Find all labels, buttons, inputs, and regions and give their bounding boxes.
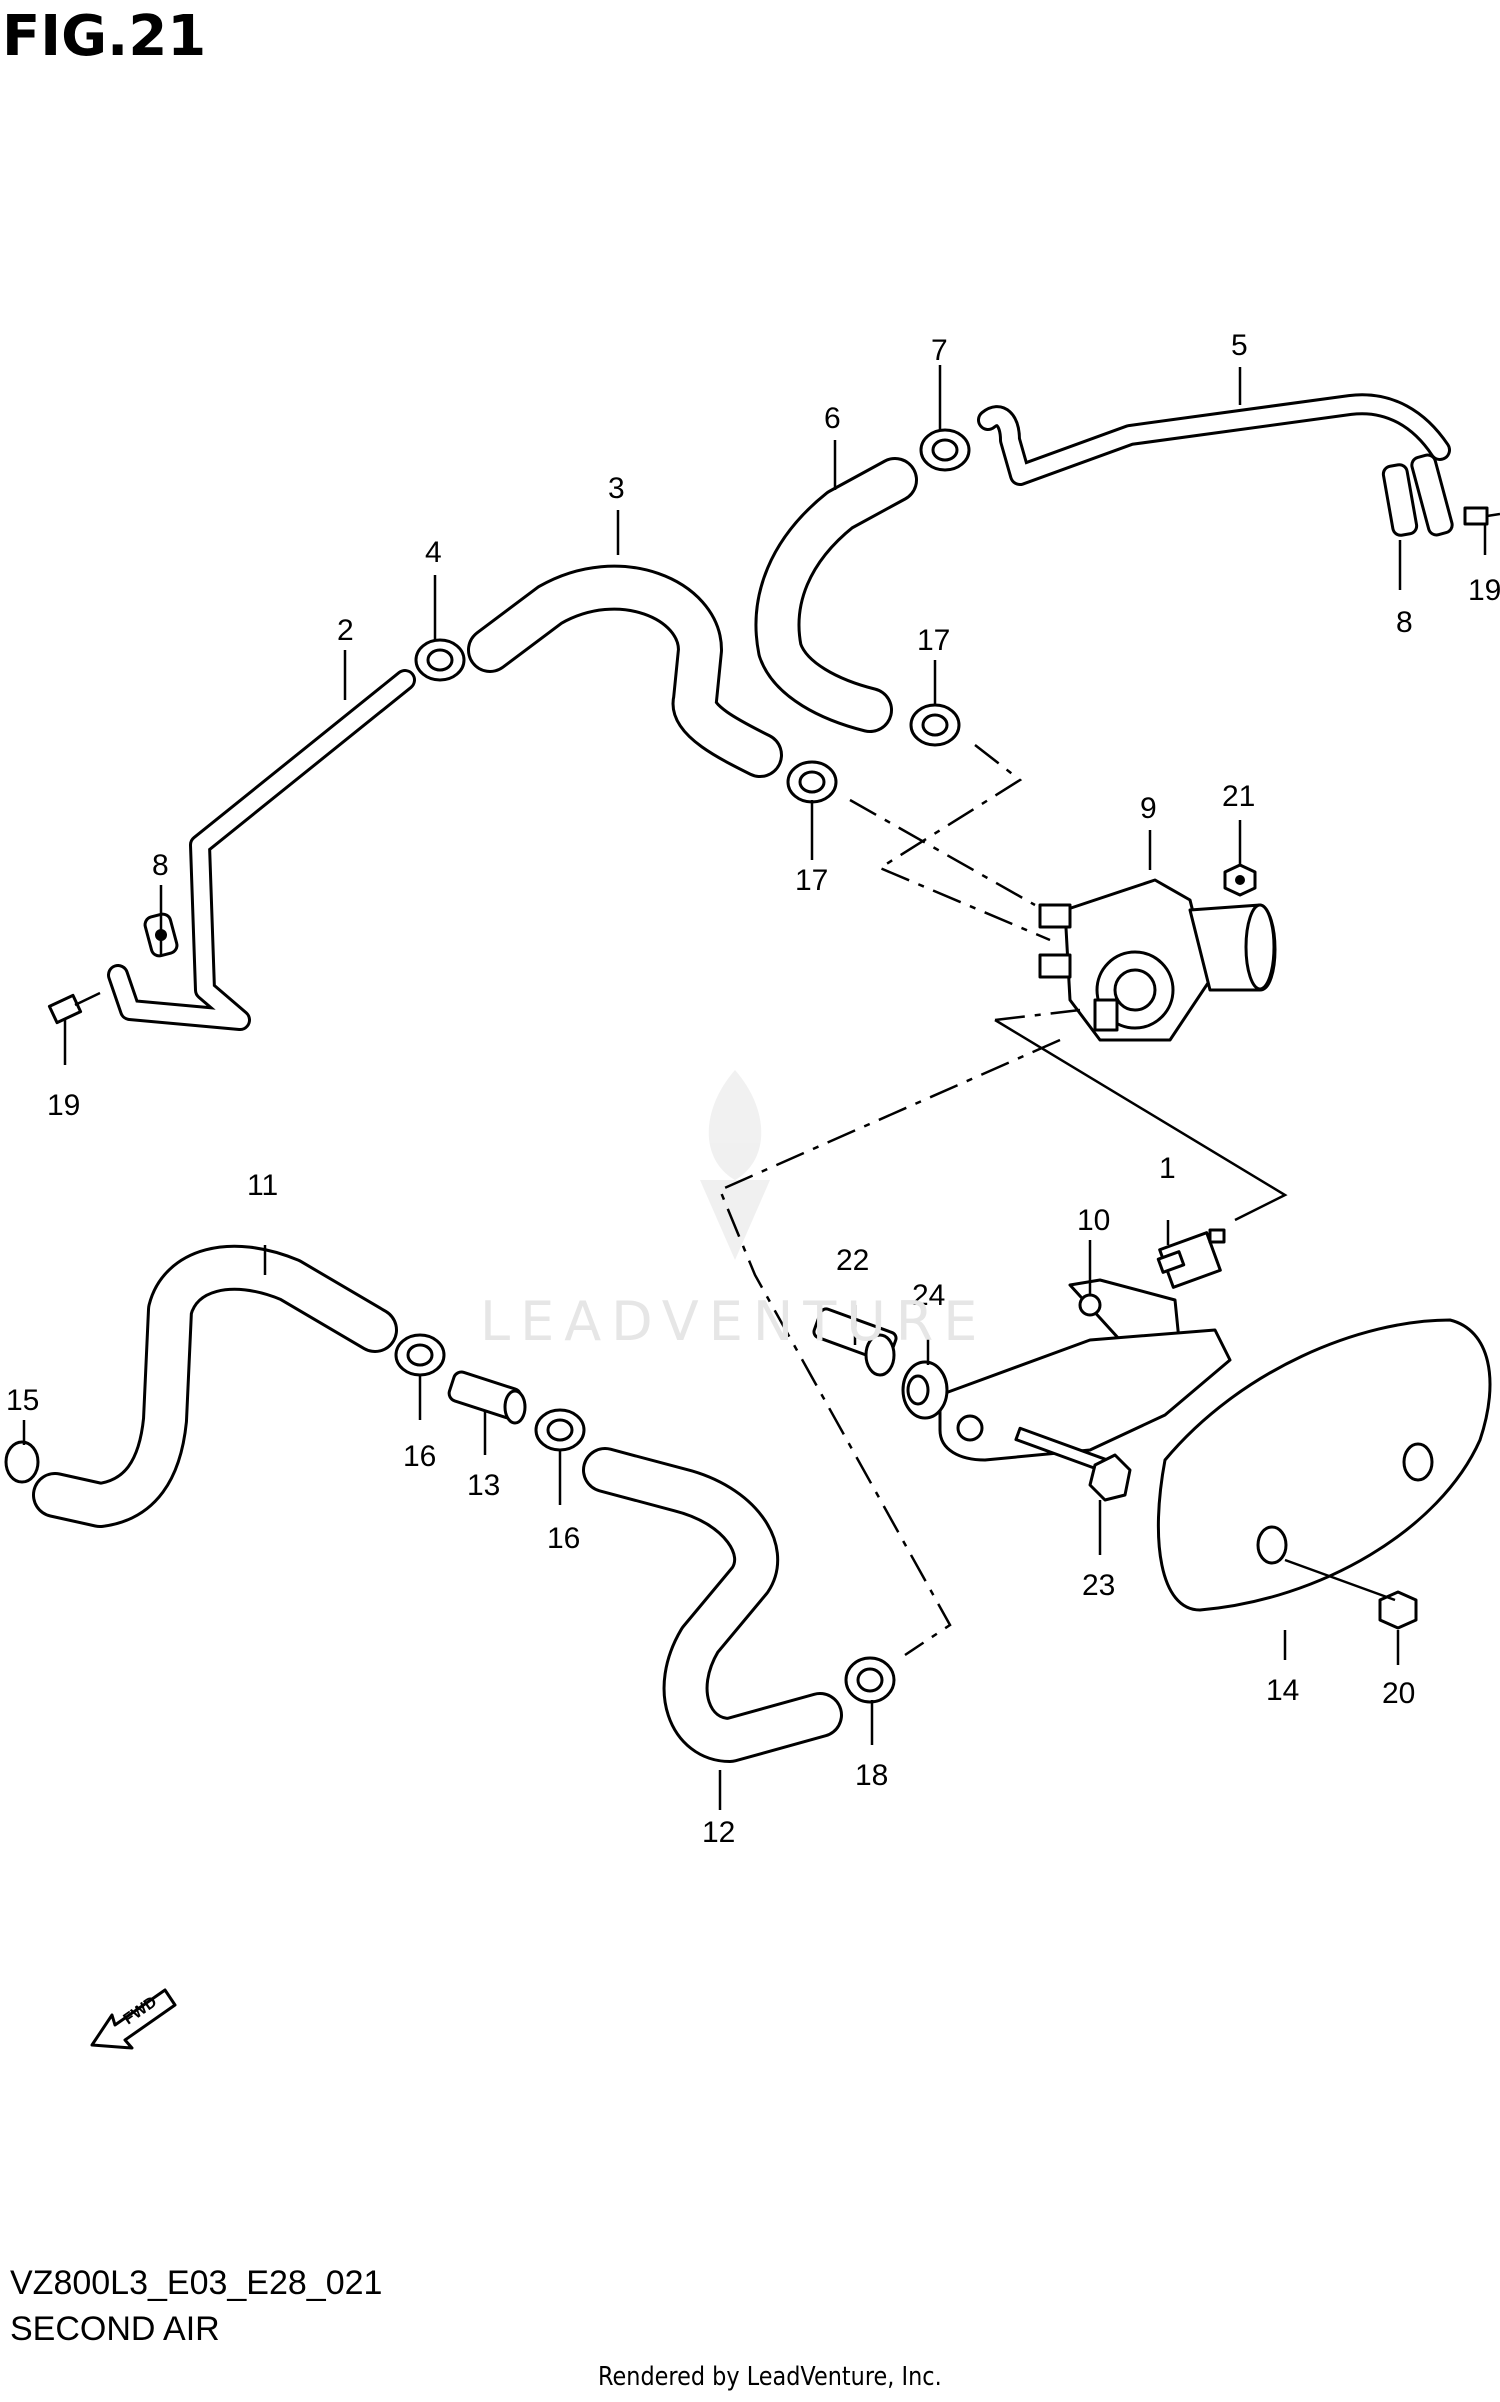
bolt-19-left[interactable] — [47, 991, 101, 1025]
clamp-16-left[interactable] — [394, 1333, 446, 1377]
callout-16-left: 16 — [403, 1440, 436, 1473]
callout-21: 21 — [1222, 780, 1255, 813]
callout-6: 6 — [824, 402, 841, 435]
clamp-18[interactable] — [844, 1656, 896, 1704]
callout-1: 1 — [1159, 1152, 1176, 1185]
pipe-2[interactable] — [107, 669, 416, 1031]
mounting-plate[interactable] — [938, 1328, 1232, 1462]
clamp-17-upper[interactable] — [909, 703, 961, 747]
callout-labels: 1 2 3 4 5 6 7 8 8 9 10 11 12 13 14 15 16… — [6, 329, 1500, 1849]
callout-18: 18 — [855, 1759, 888, 1792]
bolt-23[interactable] — [1014, 1426, 1132, 1502]
callout-13: 13 — [467, 1469, 500, 1502]
callout-23: 23 — [1082, 1569, 1115, 1602]
model-code: VZ800L3_E03_E28_021 — [10, 2264, 383, 2302]
watermark-logo — [700, 1070, 770, 1260]
assembly-line — [994, 1008, 1081, 1022]
callout-19-left: 19 — [47, 1089, 80, 1122]
callout-5: 5 — [1231, 329, 1248, 362]
nut-21[interactable] — [1223, 863, 1257, 897]
callout-10: 10 — [1077, 1204, 1110, 1237]
clamp-7[interactable] — [919, 428, 971, 472]
clamp-4[interactable] — [414, 638, 466, 682]
watermark-text: LEADVENTURE — [480, 1290, 988, 1353]
callout-2: 2 — [337, 614, 354, 647]
callout-9: 9 — [1140, 792, 1157, 825]
fwd-arrow: FWD — [90, 1988, 177, 2050]
callout-17-upper: 17 — [917, 624, 950, 657]
pipe-5[interactable] — [977, 393, 1451, 486]
hose-6[interactable] — [754, 457, 918, 733]
callout-12: 12 — [702, 1816, 735, 1849]
callout-17-lower: 17 — [795, 864, 828, 897]
callout-14: 14 — [1266, 1674, 1299, 1707]
bracket-8-right[interactable] — [1381, 453, 1454, 537]
air-cleaner-case-14[interactable] — [1156, 1318, 1492, 1612]
clamp-17-lower[interactable] — [786, 760, 838, 804]
bolt-19-right[interactable] — [1463, 506, 1500, 526]
clamp-16-right[interactable] — [534, 1408, 586, 1452]
assembly-line — [994, 1018, 1288, 1222]
assembly-line — [877, 744, 1051, 942]
rendered-by: Rendered by LeadVenture, Inc. — [598, 2362, 942, 2392]
pair-valve-9[interactable] — [1038, 878, 1277, 1042]
assembly-line — [849, 798, 1036, 907]
reed-valve-1[interactable] — [1156, 1228, 1226, 1289]
callout-8-right: 8 — [1396, 606, 1413, 639]
clip-15[interactable] — [4, 1440, 40, 1484]
cushion-24[interactable] — [901, 1360, 949, 1420]
callout-22: 22 — [836, 1244, 869, 1277]
callout-11: 11 — [247, 1169, 278, 1202]
assembly-line — [718, 1038, 1061, 1657]
joint-13[interactable] — [447, 1370, 527, 1425]
nut-20[interactable] — [1378, 1590, 1418, 1630]
section-name: SECOND AIR — [10, 2310, 220, 2348]
figure-title: FIG.21 — [2, 4, 207, 69]
callout-8-left: 8 — [152, 849, 169, 882]
hose-12[interactable] — [582, 1447, 843, 1763]
callout-4: 4 — [425, 536, 442, 569]
callout-24: 24 — [912, 1279, 945, 1312]
callout-16-right: 16 — [547, 1522, 580, 1555]
callout-15: 15 — [6, 1384, 39, 1417]
callout-20: 20 — [1382, 1677, 1415, 1710]
callout-19-right: 19 — [1468, 574, 1500, 607]
callout-7: 7 — [931, 334, 948, 367]
hose-11[interactable] — [32, 1244, 398, 1528]
leader-lines — [22, 365, 1487, 1810]
hose-3[interactable] — [467, 564, 783, 778]
callout-3: 3 — [608, 472, 625, 505]
